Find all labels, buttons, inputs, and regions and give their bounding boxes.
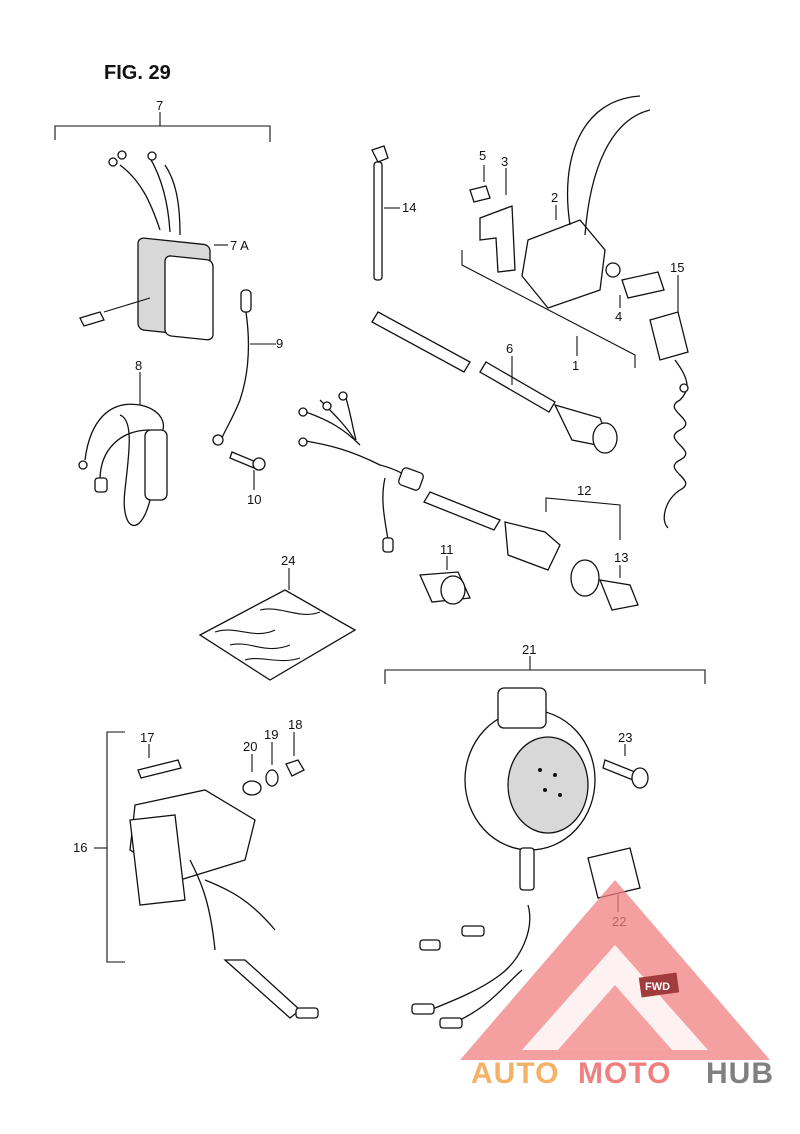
callout-20: 20: [243, 739, 257, 754]
callout-7a: 7 A: [230, 238, 249, 253]
ground-lead: [212, 289, 276, 446]
switch-leads: [411, 904, 531, 1029]
coil-assembly: [461, 95, 665, 368]
bracket-16: [106, 731, 125, 963]
callout-21: 21: [522, 642, 536, 657]
callout-4: 4: [615, 309, 622, 324]
callout-16: 16: [73, 840, 87, 855]
callout-7: 7: [156, 98, 163, 113]
parts-bag: [198, 568, 357, 681]
callout-13: 13: [614, 550, 628, 565]
callout-18: 18: [288, 717, 302, 732]
callout-11: 11: [440, 542, 454, 557]
callout-19: 19: [264, 727, 278, 742]
fuse-harness: [78, 372, 168, 527]
cable-tie: [371, 145, 400, 281]
washer-19: [265, 742, 279, 787]
watermark-hub: HUB: [706, 1057, 774, 1090]
callout-2: 2: [551, 190, 558, 205]
bolt-17: [137, 744, 182, 779]
fwd-label: FWD: [645, 981, 670, 993]
callout-5: 5: [479, 148, 486, 163]
stop-switch: [649, 275, 689, 529]
callout-24: 24: [281, 553, 295, 568]
callout-10: 10: [247, 492, 261, 507]
throttle-assembly: [129, 789, 319, 1019]
figure-title: FIG. 29: [104, 62, 171, 84]
tube-connector: [371, 311, 618, 454]
callout-12: 12: [577, 483, 591, 498]
bracket-21: [384, 669, 706, 684]
rectifier-assembly: [54, 112, 271, 341]
watermark-logo: FWD AUTO MOTO HUB: [460, 880, 774, 1090]
callout-14: 14: [402, 200, 416, 215]
screw-23: [602, 744, 649, 789]
cap-13: [570, 559, 639, 611]
callout-17: 17: [140, 730, 154, 745]
callout-6: 6: [506, 341, 513, 356]
callout-3: 3: [501, 154, 508, 169]
callout-1: 1: [572, 358, 579, 373]
bracket-12: [545, 497, 621, 540]
main-harness: [298, 391, 561, 571]
nut-18: [285, 732, 305, 777]
screw-10: [229, 451, 266, 490]
callout-23: 23: [618, 730, 632, 745]
washer-20: [242, 754, 262, 796]
callout-8: 8: [135, 358, 142, 373]
switch-box: [464, 687, 596, 891]
watermark-auto: AUTO: [471, 1057, 559, 1090]
callout-9: 9: [276, 336, 283, 351]
callout-15: 15: [670, 260, 684, 275]
watermark-moto: MOTO: [578, 1057, 671, 1090]
grommet-11: [419, 556, 471, 605]
